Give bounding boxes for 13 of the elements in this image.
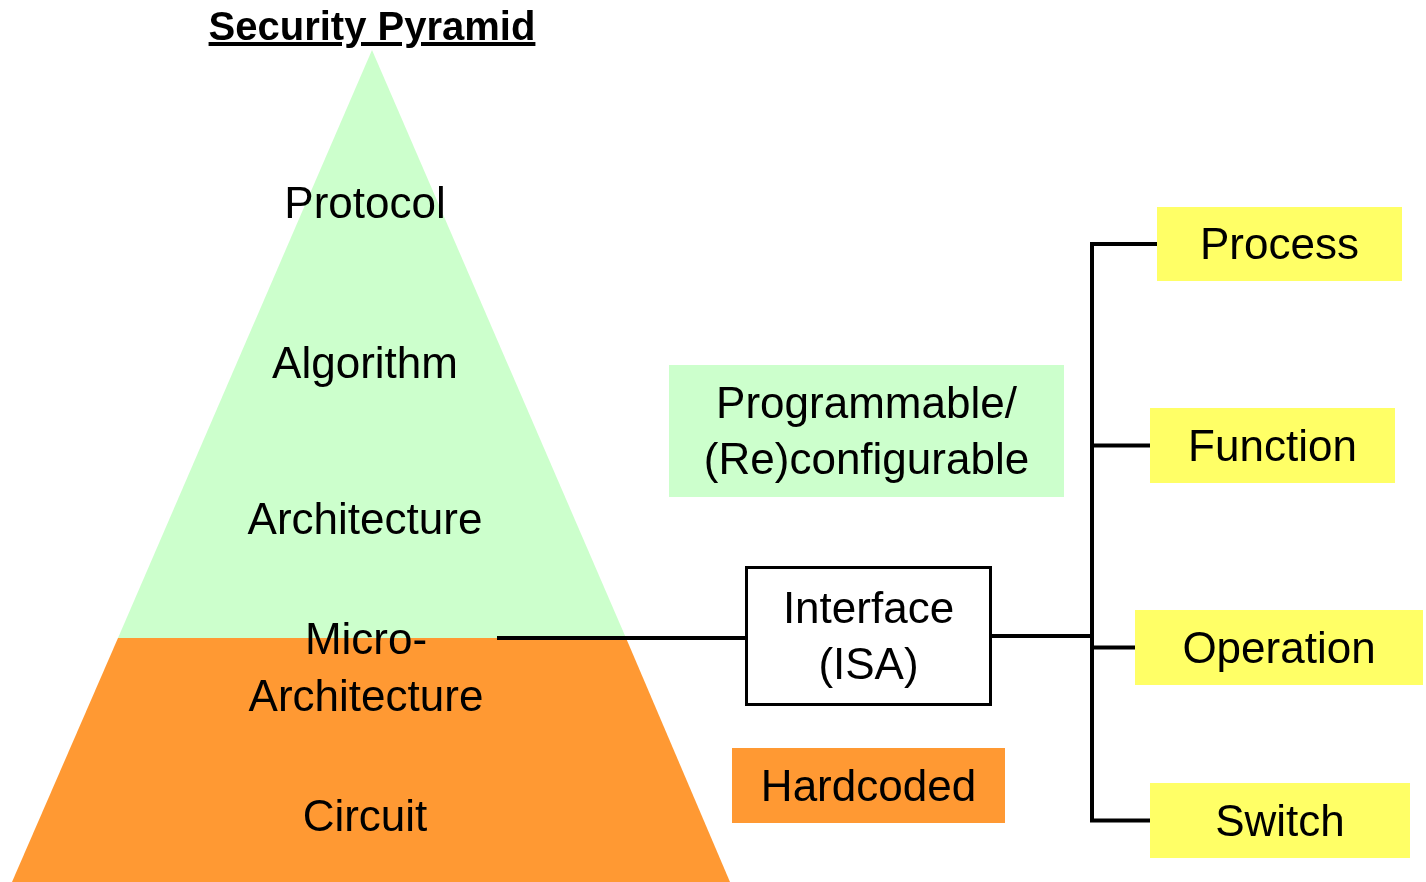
connector-line	[497, 636, 745, 640]
layer-label: Protocol	[284, 177, 446, 229]
level-box: Process	[1157, 207, 1402, 281]
diagram-title: Security Pyramid	[207, 3, 537, 50]
layer-label: Circuit	[302, 790, 428, 842]
category-box: Programmable/ (Re)configurable	[669, 365, 1064, 497]
layer-label: Architecture	[247, 493, 483, 545]
interface-box: Interface (ISA)	[745, 566, 992, 706]
layer-label: Algorithm	[272, 337, 458, 389]
level-box: Switch	[1150, 783, 1410, 858]
level-box: Operation	[1135, 610, 1423, 685]
category-box: Hardcoded	[732, 748, 1005, 823]
level-box: Function	[1150, 408, 1395, 483]
